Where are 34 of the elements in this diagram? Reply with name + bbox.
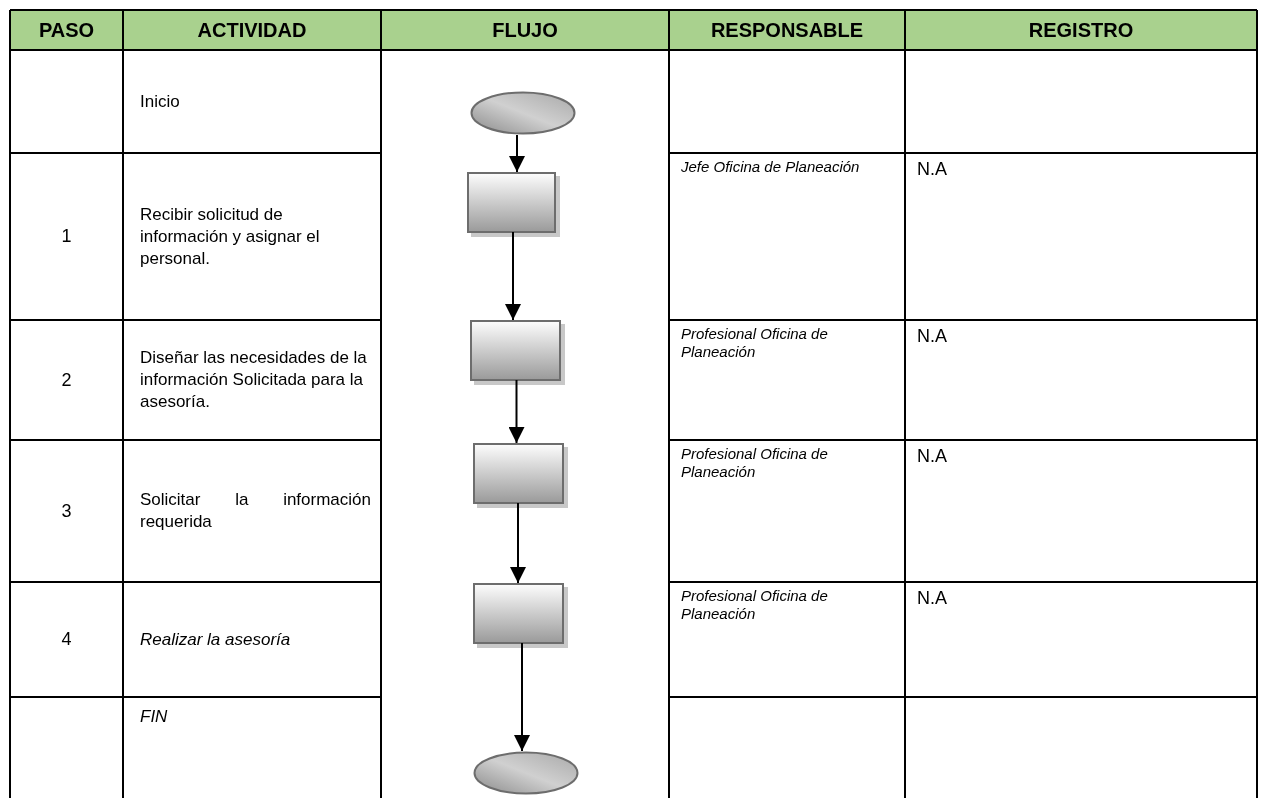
step-number: 1: [61, 226, 72, 247]
step-number: 4: [61, 629, 72, 650]
step-number: 2: [61, 369, 72, 391]
arrow: [510, 502, 526, 584]
step-number: 3: [61, 500, 72, 522]
responsible-text: Profesional Oficina de Planeación: [681, 445, 829, 481]
column-header: REGISTRO: [1028, 18, 1134, 42]
column-header: PASO: [38, 18, 95, 42]
column-header: RESPONSABLE: [710, 18, 864, 42]
responsible-text: Jefe Oficina de Planeación: [681, 158, 860, 176]
activity-text: Realizar la asesoría: [140, 628, 291, 651]
arrow: [509, 134, 525, 173]
activity-text: Diseñar las necesidades de la información Solicitada para la asesoría.: [140, 347, 368, 413]
terminal-ellipse: [473, 751, 579, 795]
responsible-text: Profesional Oficina de Planeación: [681, 325, 829, 361]
record-text: N.A: [917, 159, 947, 180]
activity-text: Recibir solicitud de información y asignar el personal.: [140, 203, 321, 270]
process-box: [470, 320, 565, 385]
activity-text: Solicitar la información requerida: [140, 489, 371, 533]
column-header: FLUJO: [492, 18, 558, 42]
activity-text: Inicio: [140, 90, 180, 113]
arrow: [508, 379, 525, 444]
column-header: ACTIVIDAD: [197, 18, 307, 42]
responsible-text: Profesional Oficina de Planeación: [681, 587, 829, 623]
terminal-ellipse: [470, 91, 576, 135]
arrow: [514, 642, 530, 752]
activity-text: FIN: [140, 707, 168, 727]
record-text: N.A: [917, 326, 947, 347]
process-box: [473, 443, 568, 508]
process-box: [467, 172, 560, 237]
record-text: N.A: [917, 588, 947, 609]
arrow: [505, 231, 521, 321]
record-text: N.A: [917, 446, 947, 467]
process-box: [473, 583, 568, 648]
